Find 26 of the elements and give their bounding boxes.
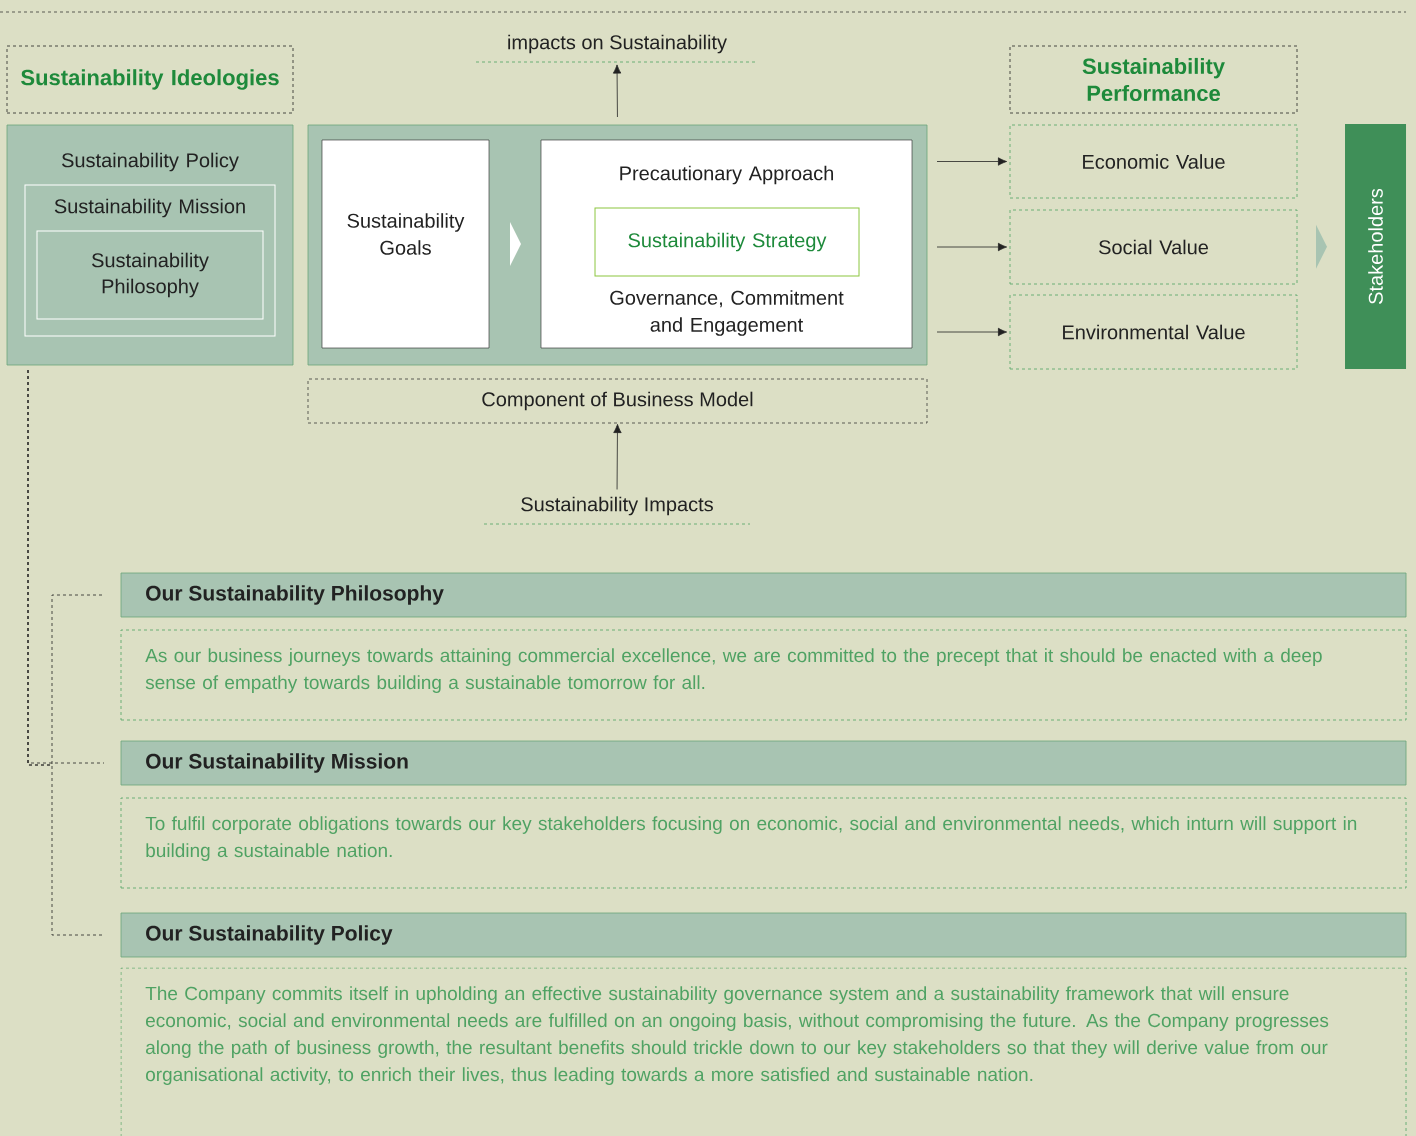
nested-box: Sustainability Philosophy <box>36 230 264 320</box>
paragraph-box: To fulfil corporate obligations towards our key stakeholders focusing on economic, social and environmental needs, which inturn will support in building a sustainable nation. <box>120 797 1407 889</box>
chevron-arrow <box>510 222 521 266</box>
side-bar: Stakeholders <box>1345 124 1406 369</box>
value-box: Social Value <box>1009 209 1298 285</box>
process-box: Sustainability Goals <box>321 139 490 349</box>
section-header-bar: Our Sustainability Mission <box>120 740 1407 786</box>
dashed-box: Component of Business Model <box>307 378 928 424</box>
underlined-text: impacts on Sustainability <box>475 34 759 63</box>
strategy-box: Sustainability Strategy <box>594 207 860 277</box>
paragraph-box: As our business journeys towards attaining commercial excellence, we are committed to the precept that it should be enacted with a deep sense of empathy towards building a sustainable tomorrow for all. <box>120 629 1407 721</box>
arrow <box>936 242 1007 252</box>
arrow <box>936 157 1007 166</box>
paragraph-box: The Company commits itself in upholding an effective sustainability governance system and a sustainability framework that will ensure economic, social and environmental needs are fulfilled on an ongoing basis, without compromising the future. As the Company progresses along the path of business growth, the resultant benefits should trickle down to our key stakeholders so that they will derive value from our organisational activity, to enrich their lives, thus leading towards a more satisfied and sustainable nation. <box>120 967 1407 1136</box>
arrow <box>936 327 1007 337</box>
arrow <box>612 64 622 118</box>
chevron-arrow <box>1316 224 1327 269</box>
section-header-bar: Our Sustainability Philosophy <box>120 572 1407 618</box>
value-box: Environmental Value <box>1009 294 1298 370</box>
value-box: Economic Value <box>1009 124 1298 199</box>
underlined-text: Sustainability Impacts <box>483 496 751 525</box>
connector-line <box>27 369 105 936</box>
section-header-bar: Our Sustainability Policy <box>120 912 1407 958</box>
arrow <box>613 424 622 490</box>
heading-box: Sustainability Performance <box>1009 45 1298 114</box>
heading-box: Sustainability Ideologies <box>6 45 294 114</box>
